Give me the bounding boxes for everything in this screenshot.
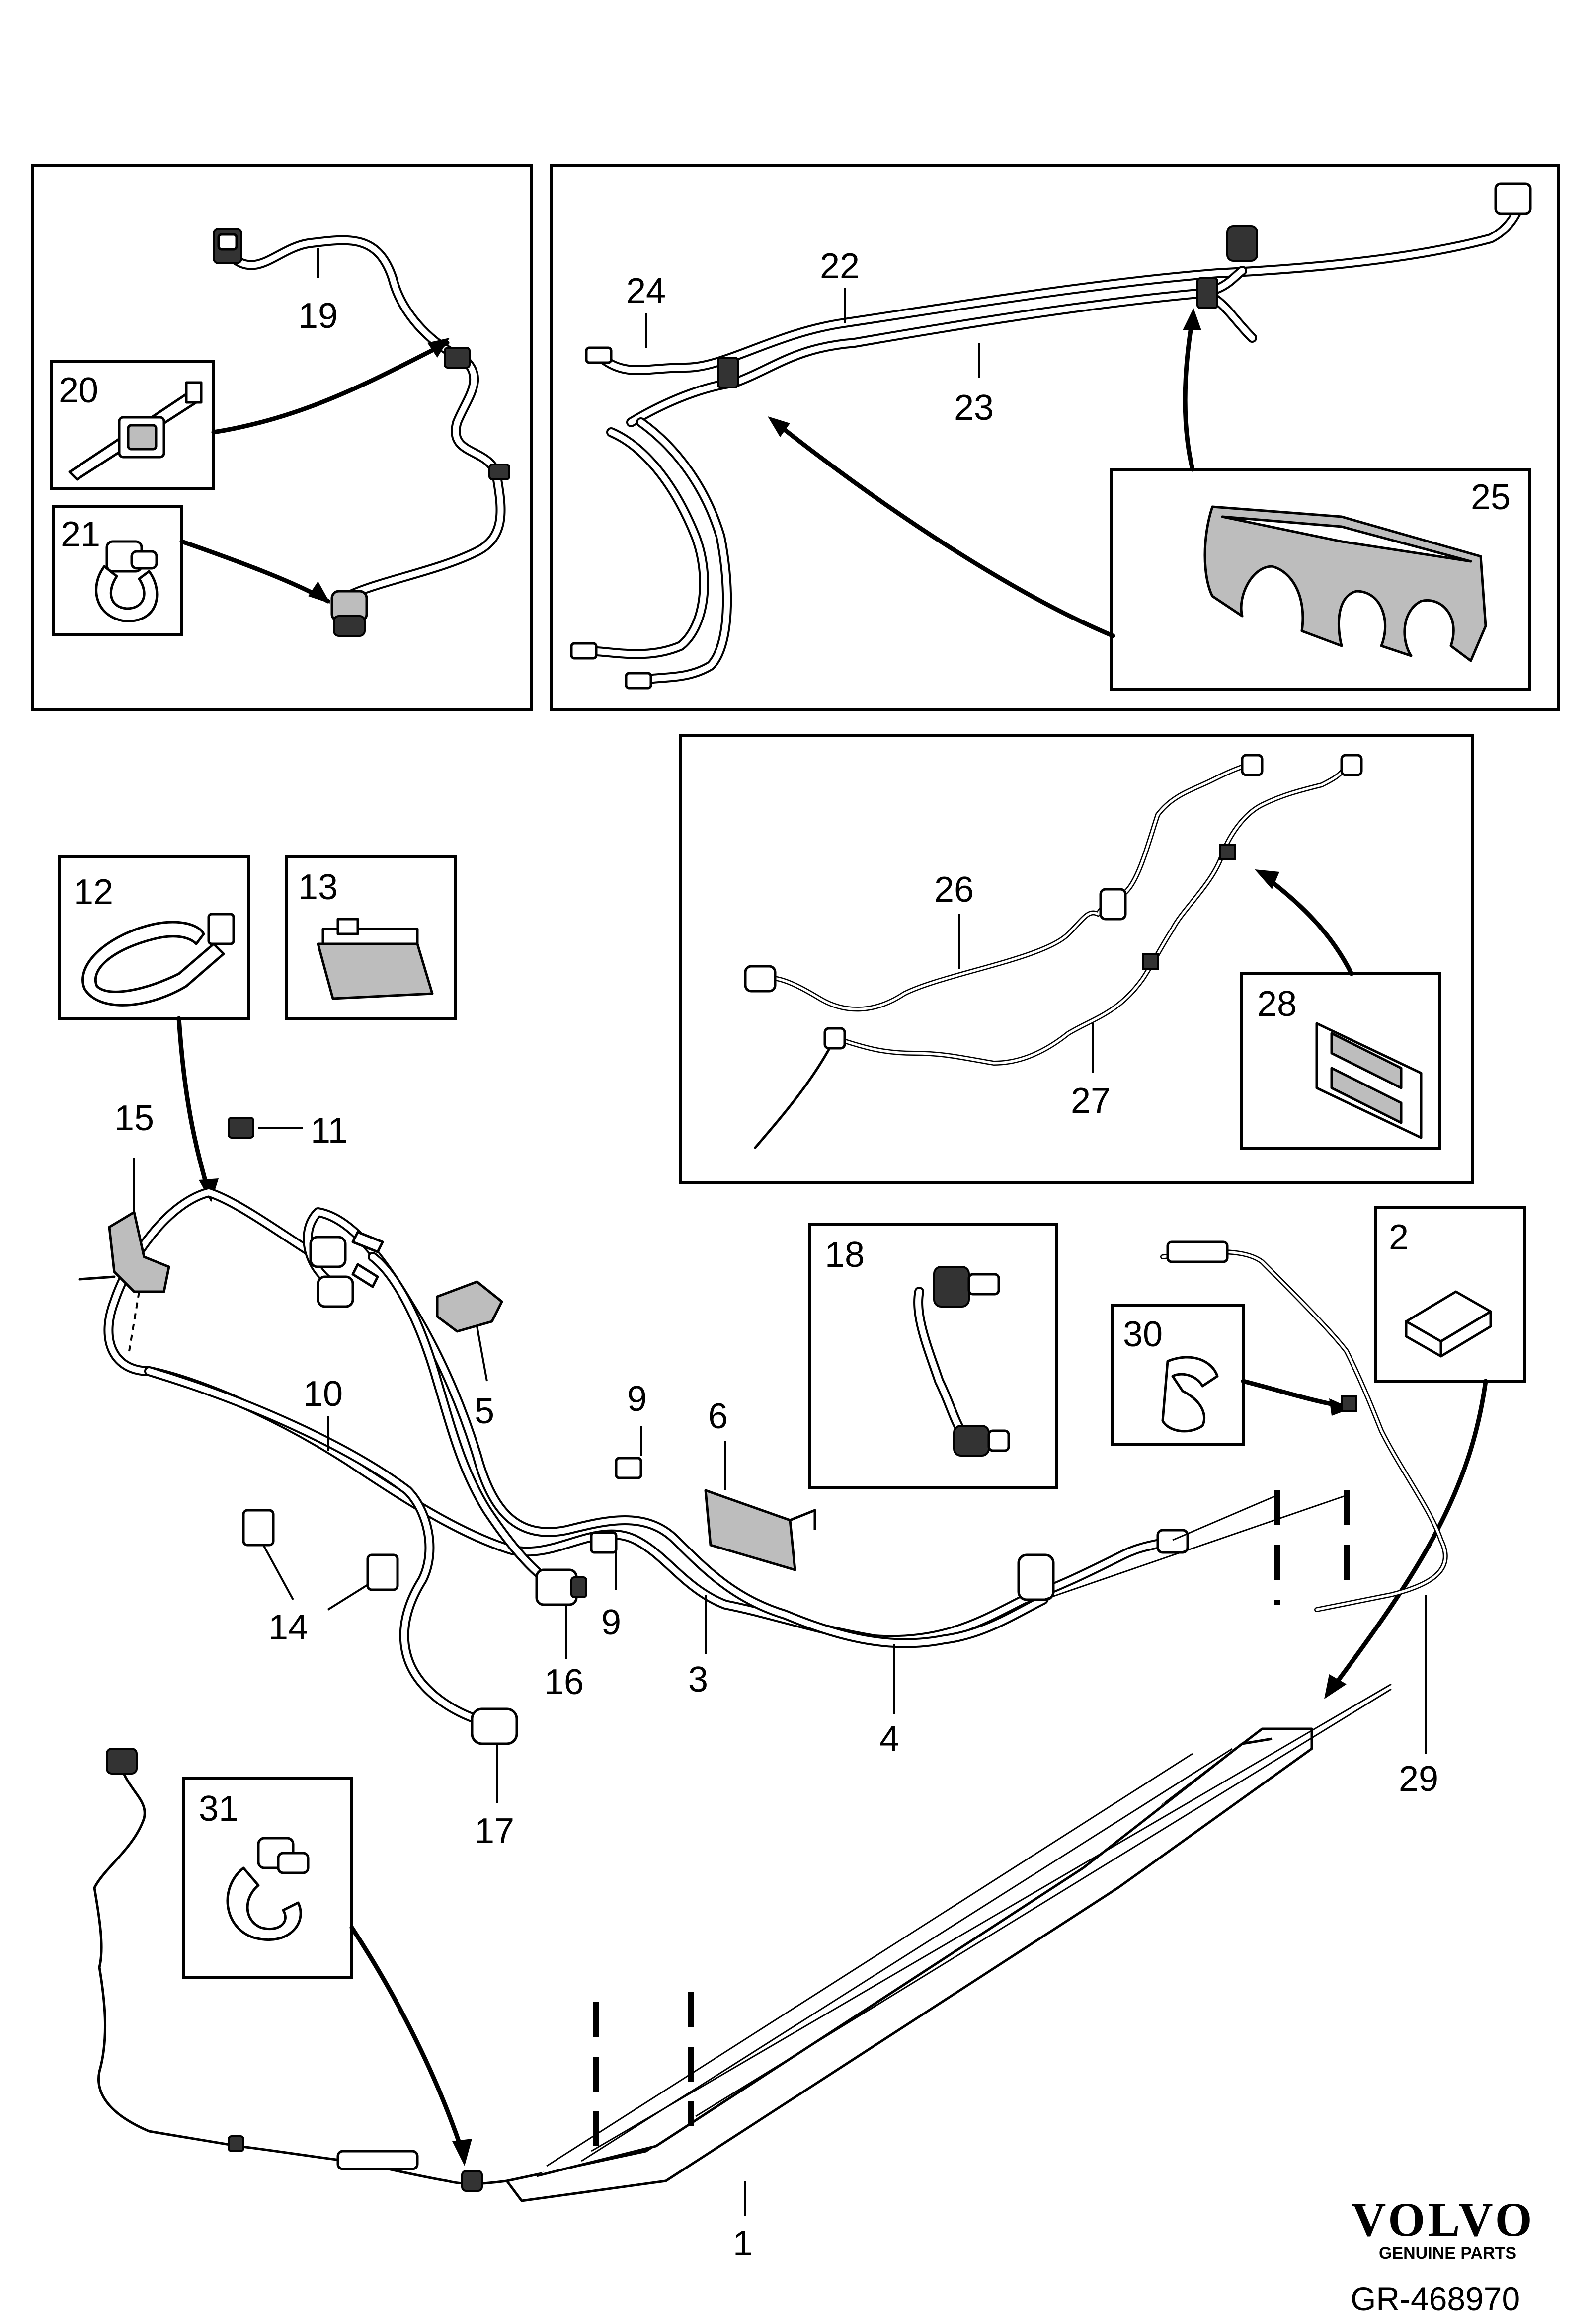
inset-30: 30 bbox=[1111, 1304, 1245, 1446]
pipe-clip-icon bbox=[226, 1837, 310, 1941]
callout-26: 26 bbox=[934, 870, 974, 910]
callout-9a: 9 bbox=[627, 1379, 647, 1419]
cable-tie-clip-icon bbox=[68, 381, 203, 481]
clip-14-icon bbox=[366, 1553, 399, 1591]
panel-brake-lines-26-27: 26 27 28 bbox=[679, 734, 1474, 1184]
fitting-icon bbox=[1241, 754, 1264, 776]
connector-16-icon bbox=[535, 1568, 587, 1606]
callout-5: 5 bbox=[475, 1392, 494, 1431]
callout-28: 28 bbox=[1257, 984, 1297, 1024]
logo-wordmark: VOLVO bbox=[1352, 2193, 1535, 2246]
callout-27: 27 bbox=[1071, 1081, 1111, 1121]
connector-icon bbox=[570, 182, 1532, 690]
cable-tie-icon bbox=[81, 913, 235, 1007]
callout-3: 3 bbox=[688, 1660, 708, 1700]
callout-25: 25 bbox=[1471, 477, 1511, 517]
pad-icon bbox=[1405, 1290, 1492, 1358]
callout-14: 14 bbox=[268, 1608, 308, 1647]
callout-16: 16 bbox=[544, 1662, 584, 1702]
clip-9-icon bbox=[615, 1457, 642, 1479]
module-6-icon bbox=[704, 1489, 816, 1571]
grommet-icon bbox=[1099, 888, 1127, 921]
bracket-15-icon bbox=[78, 1211, 170, 1293]
sensor-icon bbox=[106, 1748, 138, 1775]
clip-icon bbox=[1142, 953, 1159, 970]
clip-9-icon bbox=[590, 1531, 618, 1554]
sensor-body-icon bbox=[336, 2150, 419, 2170]
callout-21: 21 bbox=[61, 515, 100, 554]
connector-icon bbox=[933, 1266, 1010, 1457]
inset-18: 18 bbox=[808, 1223, 1058, 1489]
callout-2: 2 bbox=[1389, 1218, 1409, 1257]
connector-block-icon bbox=[317, 918, 434, 1000]
callout-22: 22 bbox=[820, 246, 860, 286]
volvo-logo: VOLVO GENUINE PARTS bbox=[1352, 2193, 1535, 2263]
connector-icon bbox=[213, 228, 242, 264]
panel-fuel-lines-22-23-24: 24 22 23 25 bbox=[550, 164, 1560, 711]
multi-line-clip-icon bbox=[1315, 1022, 1423, 1139]
callout-11: 11 bbox=[311, 1111, 348, 1151]
fitting-icon bbox=[744, 965, 777, 993]
callout-15: 15 bbox=[114, 1098, 154, 1138]
clip-5-icon bbox=[436, 1280, 503, 1333]
callout-1: 1 bbox=[733, 2224, 753, 2263]
callout-13: 13 bbox=[298, 867, 338, 907]
callout-6: 6 bbox=[708, 1396, 728, 1436]
callout-12: 12 bbox=[74, 872, 113, 912]
logo-subtext: GENUINE PARTS bbox=[1379, 2244, 1516, 2263]
callout-18: 18 bbox=[825, 1235, 865, 1275]
callout-24: 24 bbox=[626, 271, 666, 311]
clip-icon bbox=[1219, 844, 1236, 860]
inset-13: 13 bbox=[285, 855, 457, 1020]
triple-pipe-clip-icon bbox=[1203, 505, 1487, 662]
callout-9b: 9 bbox=[601, 1603, 621, 1642]
callout-20: 20 bbox=[59, 371, 98, 410]
connector-icon bbox=[330, 590, 368, 637]
pipe-clip-icon bbox=[95, 540, 159, 622]
callout-10: 10 bbox=[303, 1374, 343, 1414]
fitting-icon bbox=[1340, 754, 1363, 776]
inset-2: 2 bbox=[1374, 1206, 1526, 1383]
callout-17: 17 bbox=[475, 1811, 514, 1851]
clip-11-icon bbox=[228, 1117, 254, 1139]
inset-12: 12 bbox=[58, 855, 250, 1020]
callout-23: 23 bbox=[954, 388, 994, 428]
diagram-reference: GR-468970 bbox=[1351, 2280, 1520, 2317]
clip-icon bbox=[1341, 1395, 1357, 1412]
callout-19: 19 bbox=[298, 296, 338, 336]
callout-31: 31 bbox=[199, 1789, 239, 1829]
inset-31: 31 bbox=[182, 1777, 353, 1979]
clip-icon bbox=[488, 464, 510, 480]
grommet-icon bbox=[228, 2135, 244, 2152]
clip-14-icon bbox=[242, 1509, 275, 1547]
fitting-icon bbox=[823, 1027, 846, 1050]
callout-29: 29 bbox=[1399, 1759, 1438, 1799]
panel-fuel-line-19: 19 20 21 bbox=[31, 164, 533, 711]
callout-30: 30 bbox=[1123, 1315, 1163, 1354]
clip-icon bbox=[1196, 277, 1218, 309]
clip-icon bbox=[461, 2170, 483, 2192]
fitting-icon bbox=[1166, 1240, 1229, 1263]
clip-icon bbox=[444, 347, 471, 369]
underbody-line-assembly: 1 bbox=[505, 1683, 1392, 2263]
main-assembly: 5 15 11 14 10 16 17 bbox=[78, 1098, 1350, 1851]
callout-4: 4 bbox=[879, 1719, 899, 1759]
connector-icon bbox=[309, 1231, 1189, 1745]
clip-icon bbox=[717, 357, 739, 388]
sensor-wire bbox=[93, 1748, 508, 2192]
